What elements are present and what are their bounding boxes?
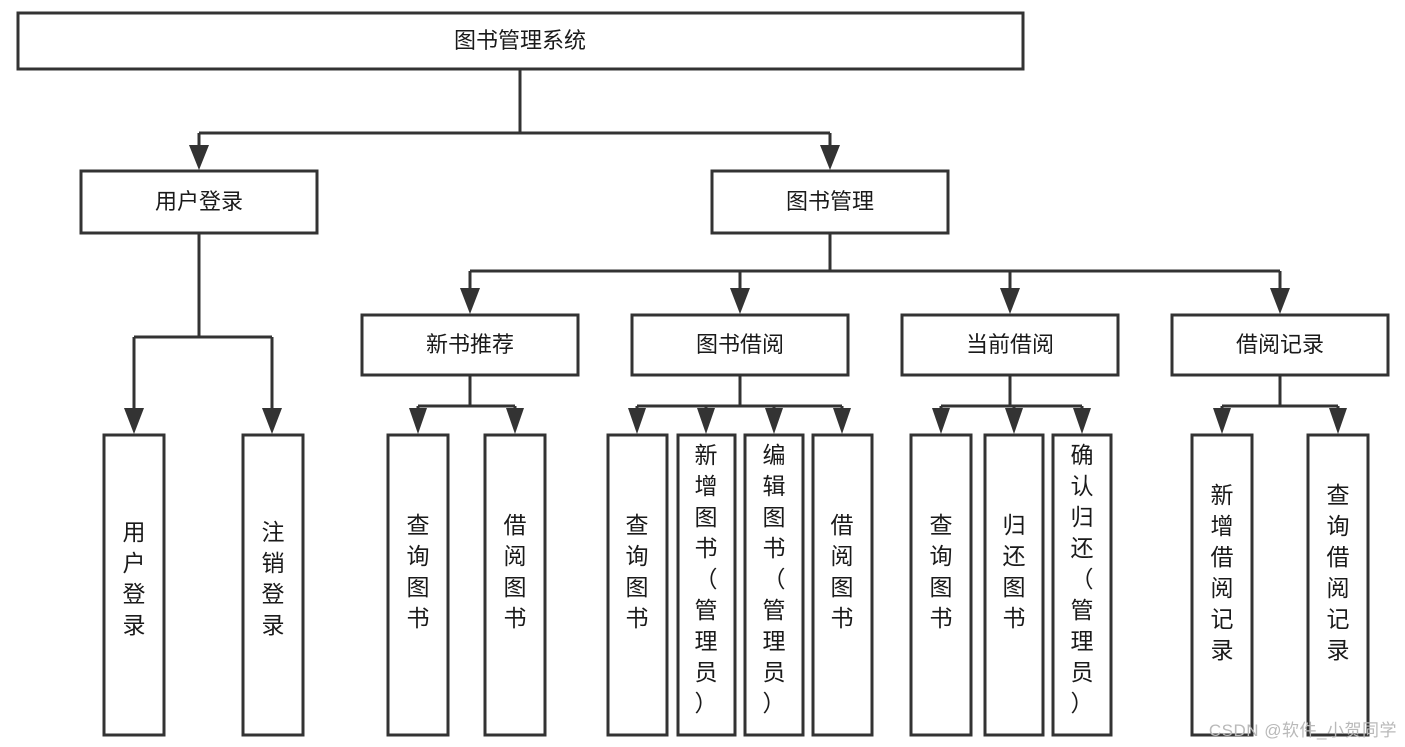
leaf-node-query-book-1-label: 查询图书: [407, 512, 430, 631]
node-borrow-record-label: 借阅记录: [1236, 332, 1324, 357]
arrow-icon-current-borrow: [1000, 288, 1020, 314]
arrow-icon-leaf-confirm-return: [1073, 408, 1091, 434]
leaf-node-borrow-book-1[interactable]: 借阅图书: [483, 433, 547, 737]
node-borrow-record-box[interactable]: [1170, 313, 1390, 377]
leaf-node-query-record[interactable]: 查询借阅记录: [1306, 433, 1370, 737]
node-book-manage-box[interactable]: [710, 169, 950, 235]
node-root-box[interactable]: [16, 11, 1025, 71]
leaf-node-return-book[interactable]: 归还图书: [983, 433, 1045, 737]
leaf-node-add-book-box[interactable]: [676, 433, 737, 737]
leaf-node-return-book-box[interactable]: [983, 433, 1045, 737]
node-book-borrow-box[interactable]: [630, 313, 850, 377]
leaf-node-confirm-return[interactable]: 确认归还（管理员）: [1051, 433, 1113, 737]
leaf-node-query-book-3-box[interactable]: [909, 433, 973, 737]
arrow-icon-leaf-query-book-2: [628, 408, 646, 434]
leaf-node-query-book-3-label: 查询图书: [930, 512, 953, 631]
arrow-icon-leaf-query-book-1: [409, 408, 427, 434]
leaf-node-logout-box[interactable]: [241, 433, 305, 737]
node-current-borrow[interactable]: 当前借阅: [900, 313, 1120, 377]
leaf-node-borrow-book-2-box[interactable]: [811, 433, 874, 737]
arrow-icon-leaf-return-book: [1005, 408, 1023, 434]
node-borrow-record[interactable]: 借阅记录: [1170, 313, 1390, 377]
leaf-node-borrow-book-1-label: 借阅图书: [504, 512, 527, 631]
node-new-book-rec-label: 新书推荐: [426, 332, 514, 357]
arrow-icon-leaf-borrow-book-1: [506, 408, 524, 434]
node-user-login-box[interactable]: [79, 169, 319, 235]
leaf-node-logout-label: 注销登录: [262, 519, 285, 638]
arrow-icon-leaf-borrow-book-2: [833, 408, 851, 434]
arrow-icon-book-borrow: [730, 288, 750, 314]
leaf-node-query-book-1-box[interactable]: [386, 433, 450, 737]
leaf-node-query-book-2-label: 查询图书: [626, 512, 649, 631]
node-root[interactable]: 图书管理系统: [16, 11, 1025, 71]
leaf-node-add-record[interactable]: 新增借阅记录: [1190, 433, 1254, 737]
leaf-node-borrow-book-1-box[interactable]: [483, 433, 547, 737]
arrow-icon-borrow-record: [1270, 288, 1290, 314]
leaf-node-add-book-label: 新增图书（管理员）: [695, 442, 718, 716]
leaf-node-confirm-return-label: 确认归还（管理员）: [1071, 442, 1094, 716]
connector-group: [124, 69, 1347, 434]
leaf-node-add-record-label: 新增借阅记录: [1211, 482, 1234, 663]
node-book-manage-label: 图书管理: [786, 189, 874, 214]
leaf-node-query-record-box[interactable]: [1306, 433, 1370, 737]
leaf-node-user-login-box[interactable]: [102, 433, 166, 737]
arrow-icon-leaf-query-record: [1329, 408, 1347, 434]
leaf-node-logout[interactable]: 注销登录: [241, 433, 305, 737]
arrow-icon-leaf-logout: [262, 408, 282, 434]
node-current-borrow-label: 当前借阅: [966, 332, 1054, 357]
leaf-node-query-book-1[interactable]: 查询图书: [386, 433, 450, 737]
arrow-icon-leaf-add-book: [697, 408, 715, 434]
leaf-node-add-record-box[interactable]: [1190, 433, 1254, 737]
arrow-icon-user-login: [189, 145, 209, 170]
node-new-book-rec[interactable]: 新书推荐: [360, 313, 580, 377]
node-user-login-label: 用户登录: [155, 189, 243, 214]
node-user-login[interactable]: 用户登录: [79, 169, 319, 235]
leaf-node-query-book-2[interactable]: 查询图书: [606, 433, 669, 737]
leaf-node-edit-book-box[interactable]: [743, 433, 805, 737]
leaf-node-return-book-label: 归还图书: [1003, 512, 1026, 631]
leaf-node-query-record-label: 查询借阅记录: [1327, 482, 1350, 663]
leaf-node-query-book-2-box[interactable]: [606, 433, 669, 737]
node-book-borrow[interactable]: 图书借阅: [630, 313, 850, 377]
arrow-icon-leaf-edit-book: [765, 408, 783, 434]
leaf-node-edit-book[interactable]: 编辑图书（管理员）: [743, 433, 805, 737]
node-book-manage[interactable]: 图书管理: [710, 169, 950, 235]
node-root-label: 图书管理系统: [454, 28, 586, 53]
leaf-node-user-login-label: 用户登录: [123, 519, 146, 638]
node-new-book-rec-box[interactable]: [360, 313, 580, 377]
leaf-node-confirm-return-box[interactable]: [1051, 433, 1113, 737]
node-current-borrow-box[interactable]: [900, 313, 1120, 377]
arrow-icon-leaf-user-login: [124, 408, 144, 434]
node-book-borrow-label: 图书借阅: [696, 332, 784, 357]
leaf-node-borrow-book-2-label: 借阅图书: [831, 512, 854, 631]
leaf-node-add-book[interactable]: 新增图书（管理员）: [676, 433, 737, 737]
arrow-icon-leaf-add-record: [1213, 408, 1231, 434]
arrow-icon-book-manage: [820, 145, 840, 170]
arrow-icon-leaf-query-book-3: [932, 408, 950, 434]
leaf-node-user-login[interactable]: 用户登录: [102, 433, 166, 737]
leaf-node-query-book-3[interactable]: 查询图书: [909, 433, 973, 737]
arrow-icon-new-book-rec: [460, 288, 480, 314]
leaf-node-borrow-book-2[interactable]: 借阅图书: [811, 433, 874, 737]
leaf-node-edit-book-label: 编辑图书（管理员）: [763, 442, 786, 716]
